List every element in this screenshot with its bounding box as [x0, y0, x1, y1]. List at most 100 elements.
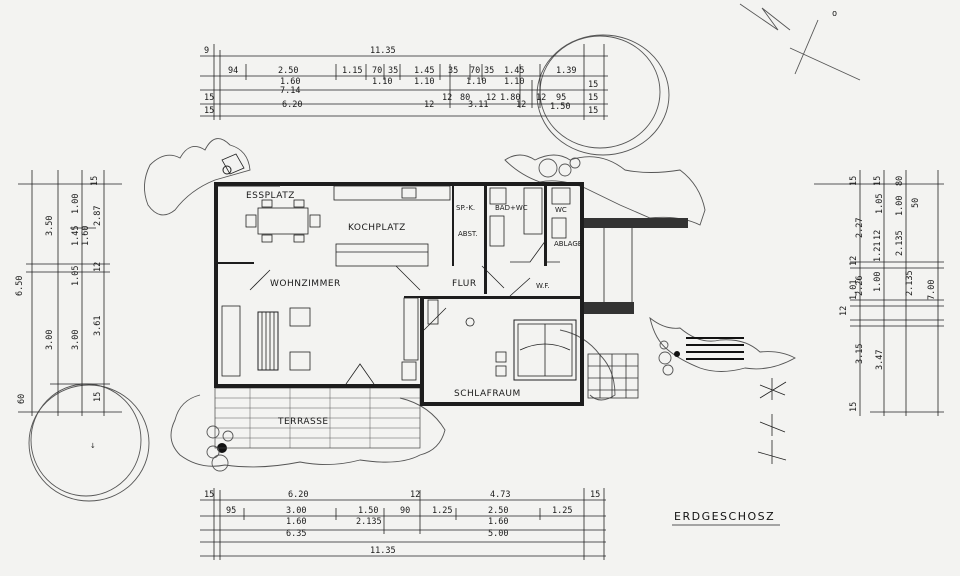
- svg-text:1.50: 1.50: [358, 506, 378, 516]
- walls: [214, 182, 688, 406]
- svg-text:12: 12: [873, 230, 883, 240]
- svg-text:2.27: 2.27: [855, 218, 865, 238]
- svg-text:1.05: 1.05: [71, 266, 81, 286]
- terrace-paving: [214, 387, 421, 449]
- dim-top-overall: 11.35: [370, 46, 396, 56]
- label-bad-wc: BAD+WC: [495, 204, 528, 212]
- svg-text:3.47: 3.47: [875, 350, 885, 370]
- svg-text:1.45: 1.45: [414, 66, 434, 76]
- svg-text:1.25: 1.25: [432, 506, 452, 516]
- trees: ↓: [28, 34, 670, 502]
- svg-text:1.10: 1.10: [504, 77, 524, 87]
- svg-text:12: 12: [516, 100, 526, 110]
- svg-text:60: 60: [17, 394, 27, 404]
- svg-text:6.20: 6.20: [288, 490, 308, 500]
- svg-text:12: 12: [839, 306, 849, 316]
- dim-left-overall: 6.50: [15, 276, 25, 296]
- svg-text:1.00: 1.00: [873, 272, 883, 292]
- landscaping-shrubs: [144, 138, 796, 472]
- label-ablage: ABLAGE: [554, 240, 582, 248]
- svg-text:1.10: 1.10: [372, 77, 392, 87]
- svg-text:15: 15: [90, 176, 100, 186]
- svg-text:7.14: 7.14: [280, 86, 300, 96]
- svg-text:95: 95: [556, 93, 566, 103]
- svg-text:2.135: 2.135: [356, 517, 382, 527]
- svg-text:3.00: 3.00: [45, 330, 55, 350]
- svg-text:15: 15: [93, 392, 103, 402]
- svg-text:6.35: 6.35: [286, 529, 306, 539]
- svg-text:1.25: 1.25: [552, 506, 572, 516]
- svg-text:15: 15: [204, 93, 214, 103]
- svg-text:1.01: 1.01: [849, 280, 859, 300]
- svg-text:3.61: 3.61: [93, 316, 103, 336]
- svg-text:1.15: 1.15: [342, 66, 362, 76]
- svg-text:12: 12: [410, 490, 420, 500]
- north-arrow: o N: [739, 3, 861, 81]
- svg-text:1.10: 1.10: [414, 77, 434, 87]
- svg-text:7.00: 7.00: [927, 280, 937, 300]
- svg-text:15: 15: [204, 490, 214, 500]
- svg-text:70: 70: [372, 66, 382, 76]
- room-labels: ESSPLATZ KOCHPLATZ WOHNZIMMER FLUR SCHLA…: [246, 191, 582, 427]
- svg-text:1.60: 1.60: [81, 226, 91, 246]
- svg-text:15: 15: [873, 176, 883, 186]
- label-sp-k: SP.-K.: [456, 204, 475, 212]
- svg-text:2.50: 2.50: [278, 66, 298, 76]
- dim-bottom-overall: 11.35: [370, 546, 396, 556]
- svg-text:35: 35: [448, 66, 458, 76]
- svg-text:50: 50: [911, 198, 921, 208]
- svg-text:12: 12: [536, 93, 546, 103]
- north-circle-label: o: [832, 9, 837, 19]
- svg-text:3.00: 3.00: [286, 506, 306, 516]
- svg-text:2.135: 2.135: [905, 270, 915, 296]
- label-terrasse: TERRASSE: [277, 417, 329, 427]
- svg-text:2.135: 2.135: [895, 230, 905, 256]
- label-wohnzimmer: WOHNZIMMER: [270, 279, 341, 289]
- svg-text:15: 15: [588, 93, 598, 103]
- label-abst: ABST.: [458, 230, 478, 238]
- svg-text:1.60: 1.60: [286, 517, 306, 527]
- svg-text:12: 12: [849, 256, 859, 266]
- svg-text:9: 9: [204, 46, 209, 56]
- svg-text:12: 12: [442, 93, 452, 103]
- svg-text:5.00: 5.00: [488, 529, 508, 539]
- svg-text:1.00: 1.00: [71, 194, 81, 214]
- svg-text:35: 35: [388, 66, 398, 76]
- dimension-chain-bottom: 15 6.20 12 4.73 15 95 3.00 1.50 90 1.25 …: [200, 488, 606, 560]
- label-wf: W.F.: [536, 282, 549, 290]
- furniture: [214, 153, 744, 399]
- svg-text:12: 12: [424, 100, 434, 110]
- svg-text:1.50: 1.50: [550, 102, 570, 112]
- svg-text:4.73: 4.73: [490, 490, 510, 500]
- svg-text:15: 15: [849, 176, 859, 186]
- dimension-chain-left: 6.50 15 3.50 3.00 60 1.00 1.45 1.05 3.00…: [15, 170, 122, 416]
- label-schlafraum: SCHLAFRAUM: [454, 389, 521, 399]
- svg-text:1.10: 1.10: [466, 77, 486, 87]
- svg-text:↓: ↓: [90, 442, 96, 450]
- svg-text:1.60: 1.60: [280, 77, 300, 87]
- drawing-title-block: ERDGESCHOSZ: [672, 510, 780, 526]
- svg-text:1.05: 1.05: [875, 194, 885, 214]
- svg-text:1.60: 1.60: [488, 517, 508, 527]
- svg-text:80: 80: [895, 176, 905, 186]
- svg-text:12: 12: [93, 262, 103, 272]
- svg-text:15: 15: [590, 490, 600, 500]
- dimension-chain-top: 11.35 9 94 2.50 1.15 70 35 1.45 35 70 35…: [200, 44, 608, 120]
- svg-text:95: 95: [226, 506, 236, 516]
- label-essplatz: ESSPLATZ: [246, 191, 295, 201]
- svg-text:1.21: 1.21: [873, 242, 883, 262]
- svg-text:12: 12: [486, 93, 496, 103]
- drawing-title: ERDGESCHOSZ: [674, 510, 775, 523]
- svg-text:90: 90: [400, 506, 410, 516]
- svg-text:15: 15: [588, 80, 598, 90]
- svg-text:15: 15: [588, 106, 598, 116]
- label-wc: WC: [555, 206, 567, 214]
- svg-text:1.00: 1.00: [895, 196, 905, 216]
- svg-text:6.20: 6.20: [282, 100, 302, 110]
- svg-text:35: 35: [484, 66, 494, 76]
- dimension-chain-right: 15 2.27 12 2.26 12 1.01 12 3.15 15 15 1.…: [814, 170, 944, 416]
- svg-text:3.50: 3.50: [45, 216, 55, 236]
- label-flur: FLUR: [452, 279, 477, 289]
- svg-text:2.26: 2.26: [855, 276, 865, 296]
